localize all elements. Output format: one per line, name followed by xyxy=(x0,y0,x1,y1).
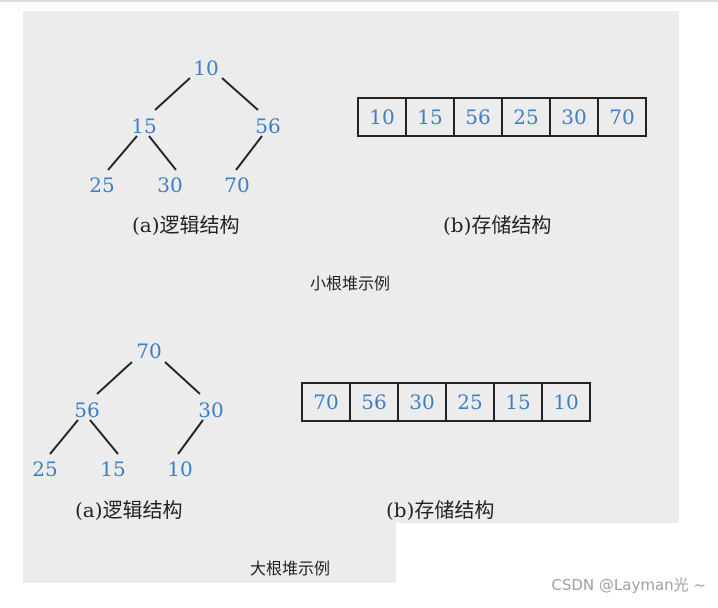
array-cell: 15 xyxy=(495,384,543,420)
small-heap-caption-storage: (b)存储结构 xyxy=(443,213,552,237)
edge xyxy=(148,135,177,171)
figure-panel-bottom xyxy=(23,523,396,583)
array-cell: 70 xyxy=(303,384,351,420)
large-heap-node-left: 56 xyxy=(74,398,100,422)
small-heap-node-left-right: 30 xyxy=(157,173,183,197)
edge xyxy=(107,135,138,171)
large-heap-node-left-right: 15 xyxy=(100,457,126,481)
edge xyxy=(49,419,79,455)
large-heap-node-root: 70 xyxy=(136,339,162,363)
top-divider xyxy=(0,0,718,2)
large-heap-caption-storage: (b)存储结构 xyxy=(386,498,495,522)
array-cell: 10 xyxy=(553,390,579,414)
array-cell: 70 xyxy=(609,105,635,129)
small-heap-node-right: 56 xyxy=(255,114,281,138)
edge xyxy=(154,77,191,111)
small-heap-node-left-left: 25 xyxy=(89,173,115,197)
small-heap-caption-logical: (a)逻辑结构 xyxy=(132,213,240,237)
array-cell: 56 xyxy=(455,99,503,135)
array-cell: 30 xyxy=(551,99,599,135)
array-cell: 30 xyxy=(399,384,447,420)
edge xyxy=(235,135,263,171)
array-cell: 10 xyxy=(359,99,407,135)
large-heap-node-left-left: 25 xyxy=(32,457,58,481)
edge xyxy=(177,419,204,455)
large-heap-node-right: 30 xyxy=(198,398,224,422)
small-heap-node-left: 15 xyxy=(131,114,157,138)
array-cell: 25 xyxy=(503,99,551,135)
small-heap-array: 10 15 56 25 30 70 xyxy=(357,97,647,137)
edge xyxy=(221,77,259,111)
array-cell: 15 xyxy=(407,99,455,135)
edge xyxy=(89,419,119,455)
large-heap-array: 70 56 30 25 15 10 xyxy=(301,382,591,422)
edge xyxy=(164,361,201,395)
large-heap-node-right-left: 10 xyxy=(167,457,193,481)
array-cell: 25 xyxy=(447,384,495,420)
edge xyxy=(96,361,133,395)
large-heap-caption-logical: (a)逻辑结构 xyxy=(75,498,183,522)
small-heap-node-right-left: 70 xyxy=(224,173,250,197)
small-heap-title: 小根堆示例 xyxy=(310,274,391,293)
watermark: CSDN @Layman光 ~ xyxy=(551,576,706,594)
array-cell: 56 xyxy=(351,384,399,420)
small-heap-node-root: 10 xyxy=(193,56,219,80)
figure-panel xyxy=(23,11,679,523)
large-heap-title: 大根堆示例 xyxy=(250,559,331,578)
